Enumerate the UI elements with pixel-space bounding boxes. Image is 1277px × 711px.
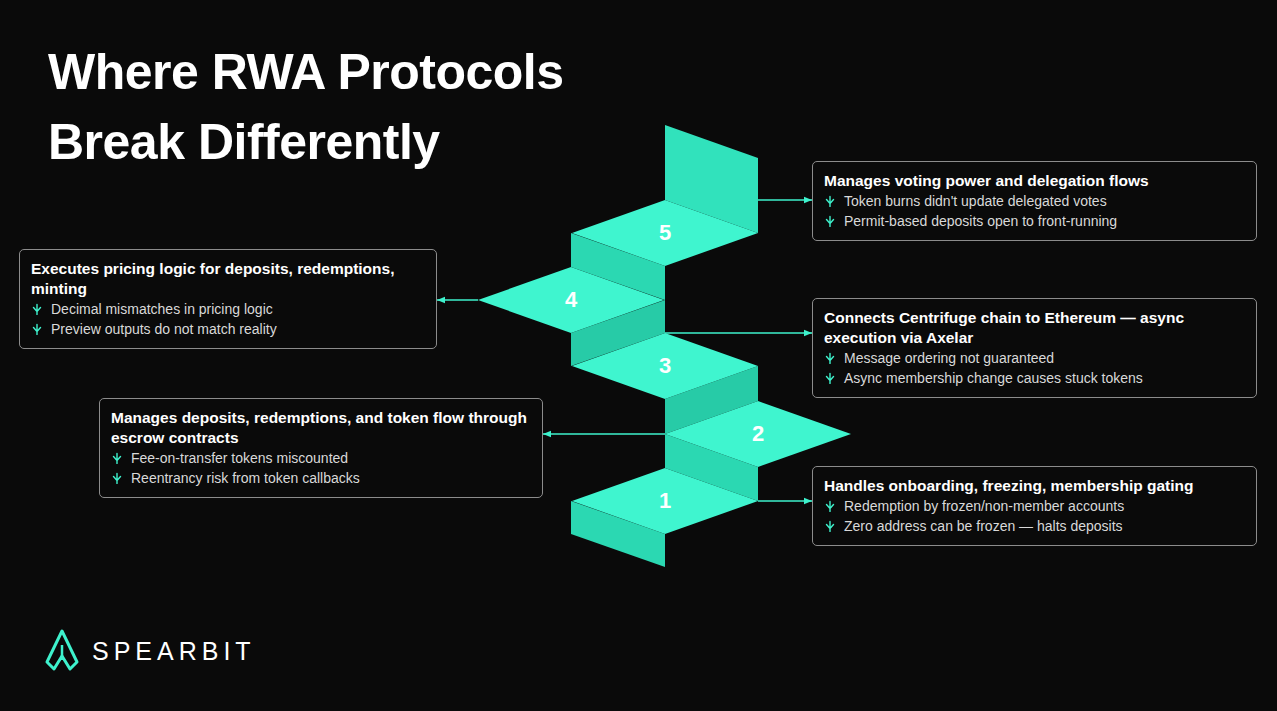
step-top-face — [478, 267, 664, 333]
bullet-icon-stroke — [114, 454, 121, 464]
bullet-icon-stroke — [827, 217, 834, 227]
bullet-row: Reentrancy risk from token callbacks — [111, 468, 531, 488]
bullet-icon — [824, 195, 836, 207]
bullet-icon — [111, 452, 123, 464]
bullet-icon — [824, 215, 836, 227]
connector-arrow — [758, 500, 812, 501]
bullet-icon — [824, 372, 836, 384]
step-number: 5 — [572, 220, 758, 246]
step-number: 4 — [478, 287, 664, 313]
bullet-icon — [824, 500, 836, 512]
bullet-row: Decimal mismatches in pricing logic — [31, 299, 425, 319]
callout-box: Connects Centrifuge chain to Ethereum — … — [812, 298, 1257, 398]
bullet-text: Permit-based deposits open to front-runn… — [844, 211, 1117, 231]
step-top-face — [572, 468, 758, 534]
step-number: 1 — [572, 488, 758, 514]
bullet-text: Async membership change causes stuck tok… — [844, 368, 1143, 388]
bullet-row: Permit-based deposits open to front-runn… — [824, 211, 1245, 231]
callout-box: Executes pricing logic for deposits, red… — [19, 249, 437, 349]
logo-icon — [61, 645, 64, 660]
bullet-text: Decimal mismatches in pricing logic — [51, 299, 273, 319]
bullet-row: Redemption by frozen/non-member accounts — [824, 496, 1245, 516]
bullet-icon-stroke — [827, 374, 834, 384]
box-heading: Executes pricing logic for deposits, red… — [31, 259, 425, 299]
bullet-icon — [824, 352, 836, 364]
bullet-row: Message ordering not guaranteed — [824, 348, 1245, 368]
diagram-title: Where RWA Protocols Break Differently — [48, 37, 668, 177]
bullet-text: Reentrancy risk from token callbacks — [131, 468, 360, 488]
bullet-row: Token burns didn't update delegated vote… — [824, 191, 1245, 211]
bullet-row: Fee-on-transfer tokens miscounted — [111, 448, 531, 468]
bullet-icon-stroke — [114, 474, 121, 484]
bullet-icon-stroke — [34, 325, 41, 335]
box-heading: Manages deposits, redemptions, and token… — [111, 408, 531, 448]
connector-arrow — [758, 199, 812, 200]
connector-arrow — [437, 299, 478, 300]
bullet-text: Preview outputs do not match reality — [51, 319, 277, 339]
bullet-text: Redemption by frozen/non-member accounts — [844, 496, 1124, 516]
bullet-icon-stroke — [827, 502, 834, 512]
callout-box: Manages deposits, redemptions, and token… — [99, 398, 543, 498]
bullet-row: Zero address can be frozen — halts depos… — [824, 516, 1245, 536]
stair-step: 3 — [572, 333, 758, 399]
bullet-text: Message ordering not guaranteed — [844, 348, 1054, 368]
bullet-row: Preview outputs do not match reality — [31, 319, 425, 339]
step-top-face — [665, 401, 851, 467]
logo-icon — [47, 631, 77, 669]
bullet-text: Fee-on-transfer tokens miscounted — [131, 448, 348, 468]
stair-step: 2 — [665, 401, 851, 467]
callout-box: Handles onboarding, freezing, membership… — [812, 466, 1257, 546]
callout-box: Manages voting power and delegation flow… — [812, 161, 1257, 241]
box-heading: Connects Centrifuge chain to Ethereum — … — [824, 308, 1245, 348]
bullet-text: Zero address can be frozen — halts depos… — [844, 516, 1123, 536]
bullet-icon-stroke — [34, 305, 41, 315]
step-top-face — [572, 333, 758, 399]
stair-step: 1 — [572, 468, 758, 534]
step-number: 2 — [665, 421, 851, 447]
bullet-row: Async membership change causes stuck tok… — [824, 368, 1245, 388]
bullet-icon-stroke — [827, 197, 834, 207]
bullet-icon — [31, 303, 43, 315]
connector-arrow — [543, 433, 665, 434]
bullet-icon-stroke — [827, 354, 834, 364]
bullet-icon — [31, 323, 43, 335]
connector-arrow — [665, 332, 812, 333]
box-heading: Manages voting power and delegation flow… — [824, 171, 1245, 191]
logo-wordmark: SPEARBIT — [92, 636, 256, 666]
bullet-text: Token burns didn't update delegated vote… — [844, 191, 1107, 211]
bullet-icon-stroke — [827, 522, 834, 532]
step-number: 3 — [572, 353, 758, 379]
step-top-face — [572, 200, 758, 266]
bullet-icon — [111, 472, 123, 484]
stair-step: 4 — [478, 267, 664, 333]
bullet-icon — [824, 520, 836, 532]
box-heading: Handles onboarding, freezing, membership… — [824, 476, 1245, 496]
stair-step: 5 — [572, 200, 758, 266]
